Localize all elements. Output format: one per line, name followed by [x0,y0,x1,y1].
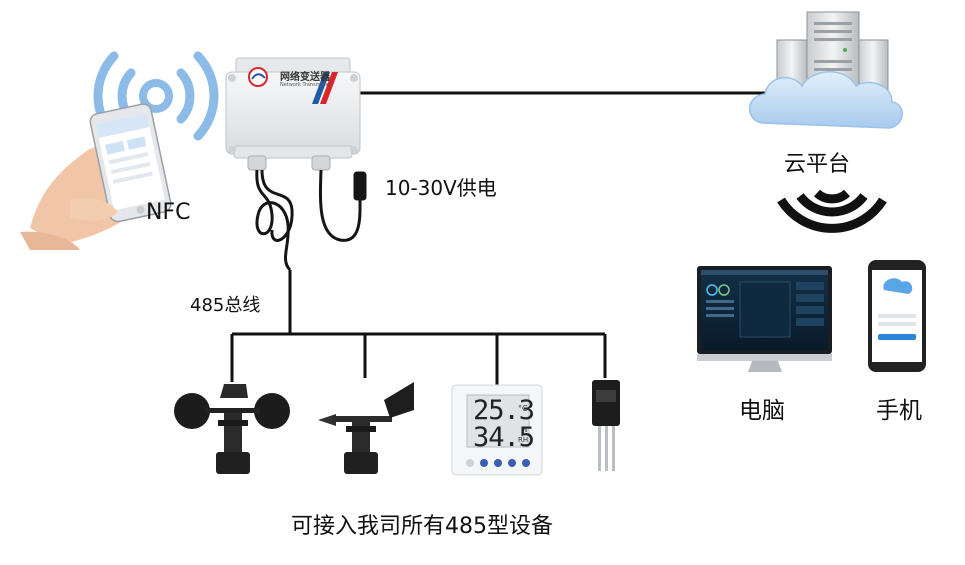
computer-label: 电脑 [739,398,785,424]
rs485-bus-label: 485总线 [190,295,261,316]
connection-lines [230,91,790,385]
nfc-label: NFC [146,200,191,225]
cables [255,169,367,272]
gateway-title: 网络变送器 [280,72,330,83]
cloud-icon [748,71,903,129]
th-temperature-unit: °C [518,404,528,413]
wifi-signal-icon [777,189,887,233]
power-connector [353,171,367,201]
soil-probe-icon [592,380,620,471]
phone-label: 手机 [876,398,922,424]
power-supply-label: 10-30V供电 [385,176,497,200]
hand-holding-phone [20,103,172,250]
monitor-icon [697,266,832,372]
gateway-device-icon [225,57,361,171]
th-humidity-value: 34.5 [473,422,535,453]
anemometer-icon [174,384,290,474]
wind-vane-icon [318,382,414,474]
cloud-platform-label: 云平台 [784,152,851,177]
th-humidity-unit-top: % [521,426,528,434]
gateway-logo [248,67,268,87]
th-humidity-unit-bottom: RH [518,436,529,444]
th-temperature-value: 25.3 [473,395,535,426]
smartphone-right-icon [868,260,926,372]
compatibility-caption: 可接入我司所有485型设备 [291,514,553,539]
gateway-subtitle: Network Transmitter [280,82,331,88]
th-sensor-icon [451,384,543,476]
